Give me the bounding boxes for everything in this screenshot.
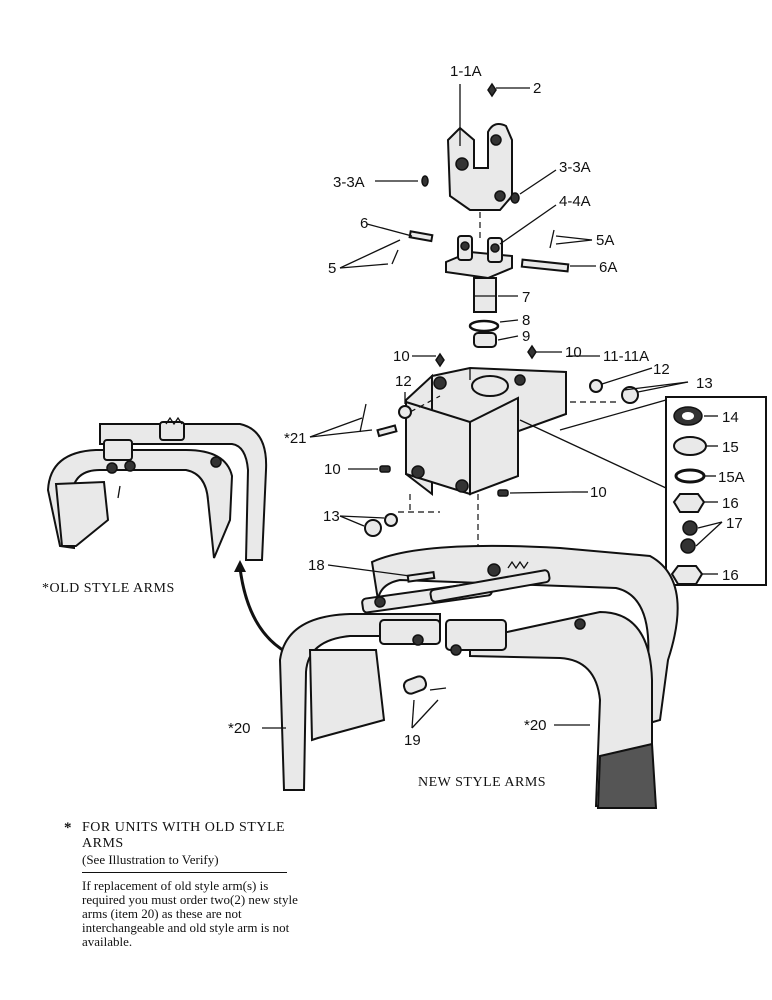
callout-1-1a: 1-1A	[450, 63, 482, 80]
callout-2: 2	[533, 80, 541, 97]
pin-6	[408, 230, 434, 243]
bearing-13-right	[621, 386, 639, 404]
callout-11-11a: 11-11A	[603, 348, 649, 365]
callout-15: 15	[722, 439, 739, 456]
callout-4-4a: 4-4A	[559, 193, 591, 210]
callout-3-3a-left: 3-3A	[333, 174, 365, 191]
callout-10-top-left: 10	[393, 348, 410, 365]
rotator-housing	[405, 366, 567, 497]
grease-fitting-2	[487, 82, 497, 98]
callout-7: 7	[522, 289, 530, 306]
callout-5: 5	[328, 260, 336, 277]
swivel-shaft-7	[473, 277, 497, 313]
note-divider	[82, 872, 287, 873]
nut-16-top	[672, 493, 706, 513]
bushing-3-left	[421, 175, 429, 187]
callout-10-right: 10	[590, 484, 607, 501]
callout-13-right: 13	[696, 375, 713, 392]
note-body: If replacement of old style arm(s) is re…	[82, 878, 298, 949]
replacement-note: * FOR UNITS WITH OLD STYLE ARMS (See Ill…	[64, 820, 304, 949]
lockwasher-17a	[682, 520, 698, 536]
bearing-9	[473, 332, 497, 348]
bearing-detail-box	[665, 396, 767, 586]
old-style-arms	[46, 416, 268, 561]
callout-3-3a-right: 3-3A	[559, 159, 591, 176]
callout-21: *21	[284, 430, 307, 447]
nut-16-bottom	[670, 565, 704, 585]
callout-15a: 15A	[718, 469, 745, 486]
callout-10-mid: 10	[324, 461, 341, 478]
callout-9: 9	[522, 328, 530, 345]
new-style-arms	[278, 544, 679, 810]
callout-20-left: *20	[228, 720, 251, 737]
swivel-yoke	[445, 235, 513, 280]
callout-16-bottom: 16	[722, 567, 739, 584]
callout-13-left: 13	[323, 508, 340, 525]
callout-20-right: *20	[524, 717, 547, 734]
cotter-pin-5	[391, 249, 399, 265]
lockwasher-17b	[680, 538, 696, 554]
bushing-12-left	[398, 405, 412, 419]
pin-21	[376, 424, 398, 438]
callout-14: 14	[722, 409, 739, 426]
bearing-13-left	[364, 519, 382, 537]
clevis-bracket	[446, 123, 513, 211]
caption-new-style-arms: NEW STYLE ARMS	[418, 775, 546, 790]
callout-10-top-right: 10	[565, 344, 582, 361]
callout-12-right: 12	[653, 361, 670, 378]
callout-18: 18	[308, 557, 325, 574]
note-heading: FOR UNITS WITH OLD STYLE ARMS	[82, 820, 286, 851]
seal-15a	[674, 468, 706, 484]
race-15	[673, 436, 707, 456]
callout-12-left: 12	[395, 373, 412, 390]
callout-17: 17	[726, 515, 743, 532]
cotter-pin-5a	[549, 229, 555, 249]
o-ring-8	[468, 319, 500, 333]
pin-6a	[520, 258, 570, 273]
note-subheading: (See Illustration to Verify)	[82, 852, 219, 867]
caption-old-style-arms: *OLD STYLE ARMS	[42, 581, 175, 596]
callout-6a: 6A	[599, 259, 617, 276]
note-asterisk: *	[64, 820, 72, 836]
replacement-arrow	[238, 567, 287, 654]
callout-8: 8	[522, 312, 530, 329]
bushing-3-right	[510, 192, 520, 204]
pin-18	[406, 570, 436, 583]
callout-19: 19	[404, 732, 421, 749]
callout-6: 6	[360, 215, 368, 232]
bushing-12-right	[589, 379, 603, 393]
pin-19	[402, 675, 428, 695]
callout-16-top: 16	[722, 495, 739, 512]
callout-5a: 5A	[596, 232, 614, 249]
